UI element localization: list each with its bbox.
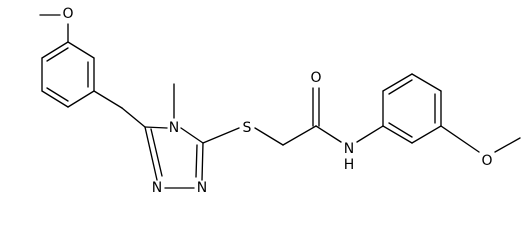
oxygen-label-carbonyl: O (310, 70, 321, 86)
methoxy-right-o-ring-bond (440, 125, 480, 153)
left-ring-bond-1 (67, 41, 95, 59)
amide-n-bond (315, 125, 342, 143)
right-ring-bond-5 (411, 125, 442, 144)
bonds (39, 14, 521, 189)
methoxy-right-methyl-bond (494, 137, 521, 153)
benzyl-bond-2 (121, 107, 146, 128)
molecule-diagram: O N S O N H N N O (39, 6, 521, 196)
nitrogen-label-ring-1: N (152, 180, 162, 196)
nitrogen-label-amide: N (344, 141, 354, 157)
benzyl-bond-1 (93, 90, 123, 109)
left-ring-bond-4 (41, 90, 69, 108)
s-c-bond-1 (202, 127, 240, 144)
right-ring-bond-2 (382, 73, 413, 92)
right-ring-double-3 (388, 122, 413, 138)
hydrogen-label-amide: H (344, 157, 355, 173)
left-ring-double-3 (46, 47, 69, 62)
left-ring-bond-3 (67, 90, 95, 108)
triazole-bond-n4-c3 (180, 127, 204, 144)
right-ring-double-1 (388, 79, 413, 95)
triazole-bond-n1-c5 (144, 126, 158, 181)
atom-labels: O N S O N H N N O (62, 6, 492, 196)
sulfur-label: S (243, 120, 252, 136)
triazole-double-c3-n2 (195, 144, 198, 178)
triazole-double-c5-n1 (150, 128, 163, 177)
s-c-bond-2 (254, 127, 284, 146)
left-ring-double-2 (46, 87, 69, 102)
oxygen-label-left-methoxy: O (62, 6, 73, 22)
right-ring-bond-6 (382, 125, 413, 144)
nitrogen-label-ring-2: N (197, 180, 207, 196)
oxygen-label-right-methoxy: O (481, 153, 492, 169)
triazole-bond-c5-n4 (144, 126, 168, 129)
amide-n-ring-bond (356, 125, 384, 143)
nitrogen-label-methyl: N (169, 120, 179, 136)
right-ring-bond-3 (411, 73, 442, 92)
triazole-bond-c3-n2 (201, 142, 204, 181)
amide-c-bond (282, 125, 317, 146)
left-ring-bond-6 (41, 41, 69, 59)
